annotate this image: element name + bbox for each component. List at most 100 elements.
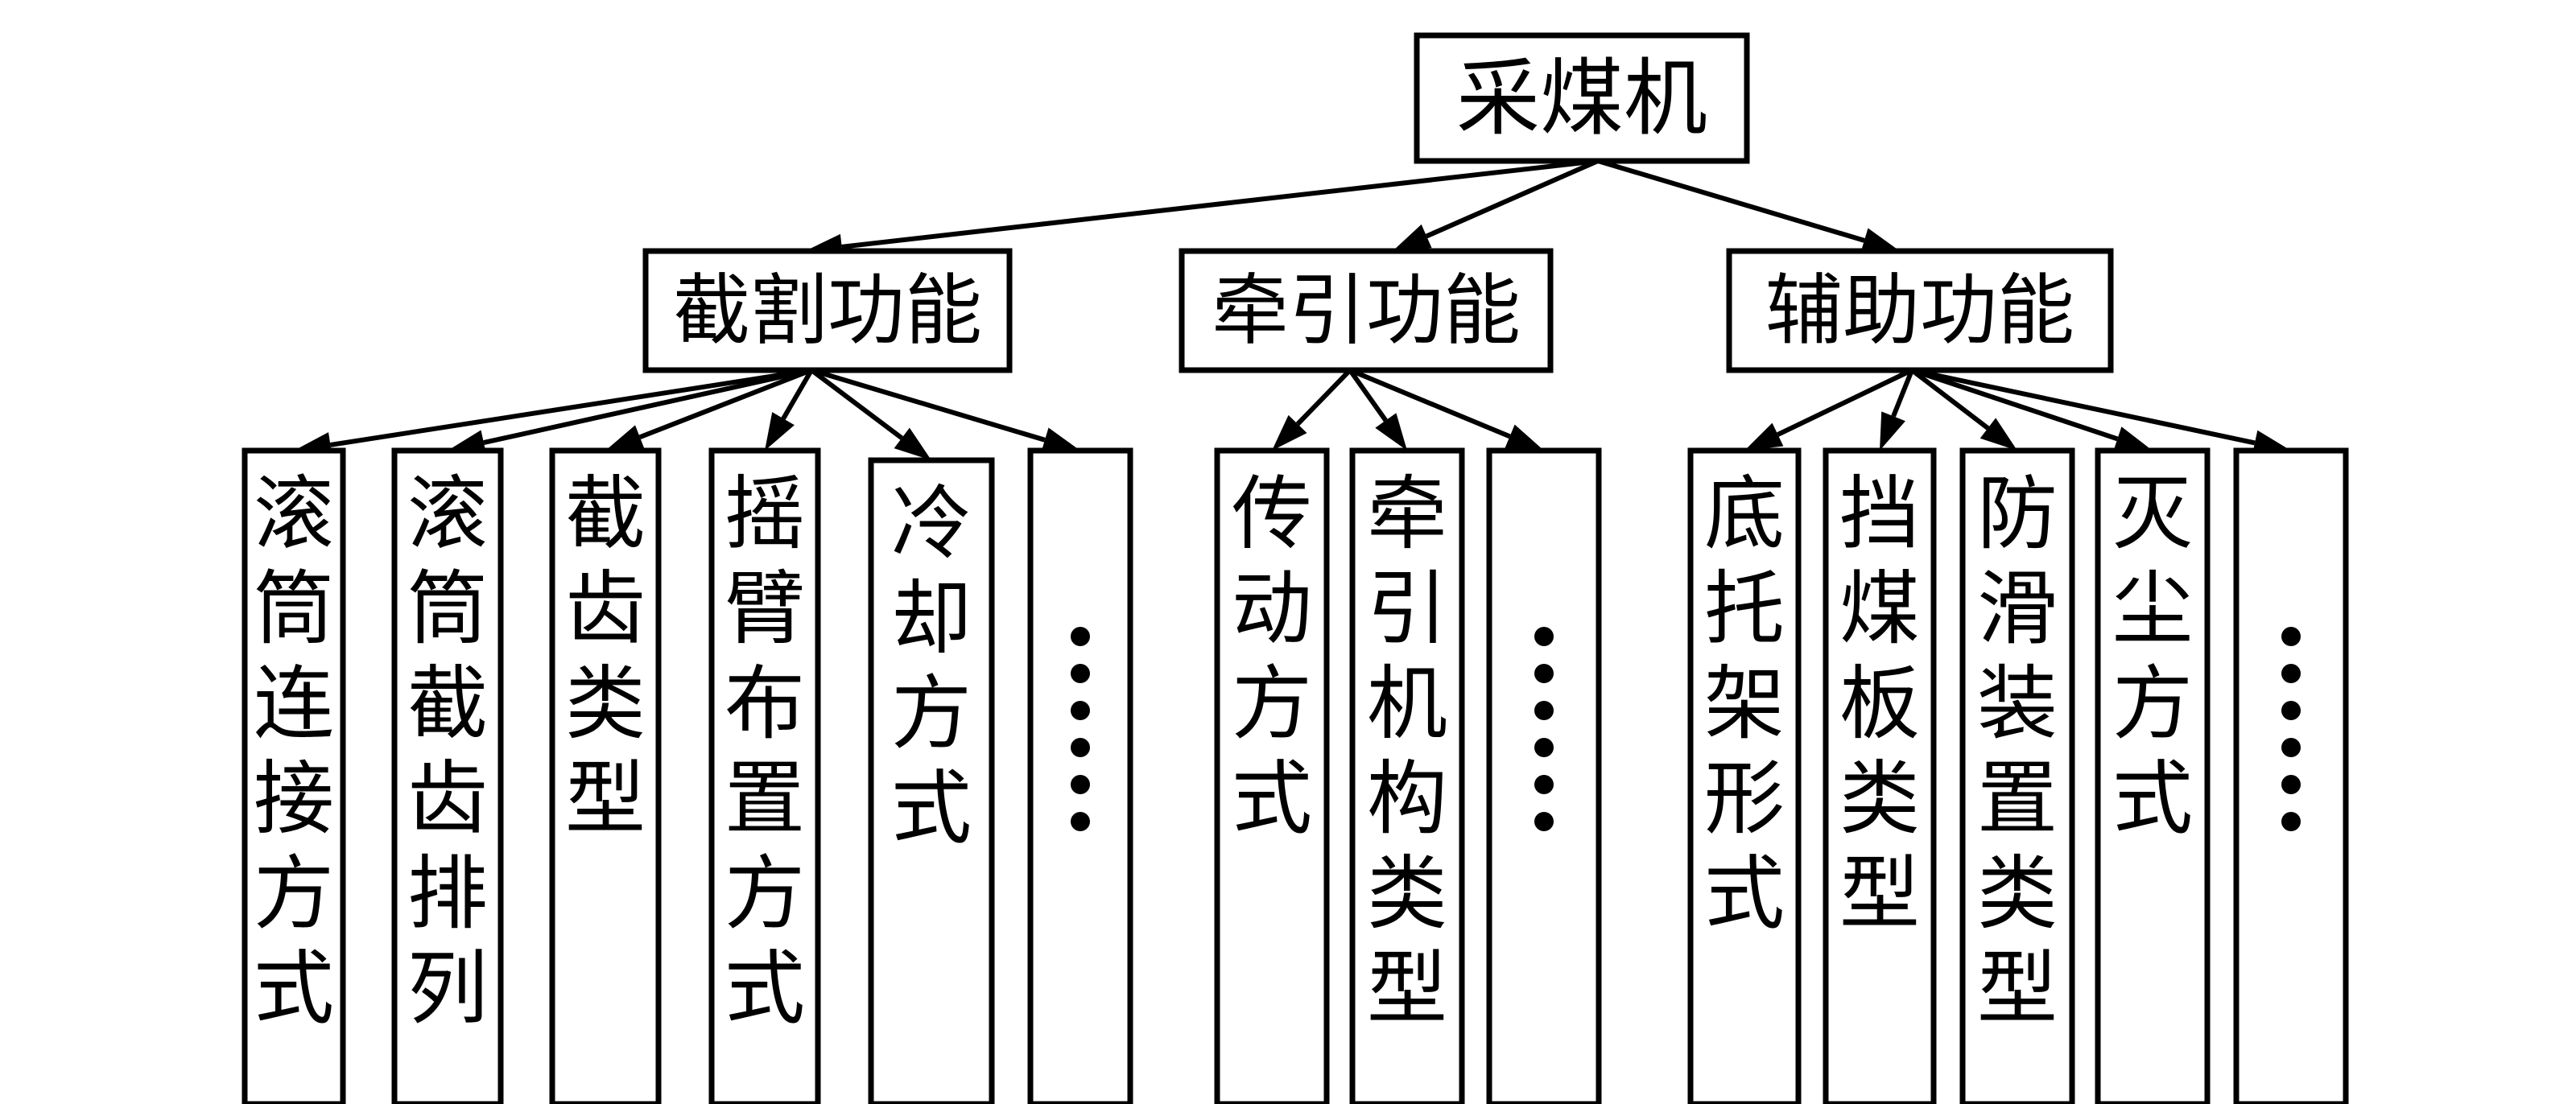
- leaf-box: [1959, 447, 2075, 1104]
- group-node-3-label: 辅助功能: [1765, 266, 2074, 356]
- group-node-2: 牵引功能: [1179, 248, 1554, 373]
- leaf-char: 底: [1704, 467, 1785, 561]
- ellipsis-dot: [1071, 812, 1090, 831]
- leaf-char: 式: [254, 941, 334, 1036]
- leaf-node-1-2: 滚筒截齿排列: [391, 447, 504, 1104]
- connector-line: [1910, 368, 1990, 430]
- leaf-char: 牵: [1367, 467, 1447, 561]
- connector-line: [1911, 368, 2256, 446]
- leaf-label: 摇臂布置方式: [724, 467, 805, 1036]
- leaf-char: 传: [1232, 467, 1312, 561]
- edge-group-1-to-leaf-3: [605, 368, 813, 451]
- arrowhead: [1393, 224, 1432, 251]
- connector-line: [1295, 368, 1352, 426]
- leaf-char: 布: [724, 657, 805, 751]
- leaf-node-3-3: 防滑装置类型: [1959, 447, 2075, 1104]
- connector-line: [811, 368, 1046, 443]
- leaf-box: [242, 447, 346, 1104]
- arrowhead: [1860, 228, 1900, 253]
- ellipsis-label: ……: [2281, 627, 2301, 831]
- leaf-label: 牵引机构类型: [1367, 467, 1447, 1036]
- leaf-node-1-1: 滚筒连接方式: [242, 447, 346, 1104]
- leaf-char: 型: [565, 752, 646, 846]
- leaf-char: 式: [724, 941, 805, 1036]
- leaf-node-2-3: ……: [1486, 447, 1602, 1104]
- arrowhead: [1744, 422, 1784, 451]
- group-node-3-box: [1726, 248, 2114, 373]
- ellipsis-label: ……: [1071, 627, 1090, 831]
- leaf-box: [1823, 447, 1937, 1104]
- leaf-char: 截: [407, 657, 488, 751]
- leaf-node-2-2: 牵引机构类型: [1349, 447, 1465, 1104]
- leaf-char: 板: [1839, 657, 1920, 751]
- leaf-label: 冷却方式: [891, 476, 972, 855]
- leaf-node-3-4: 灭尘方式: [2095, 447, 2211, 1104]
- connector-line: [483, 368, 812, 445]
- edge-group-3-to-leaf-3: [1910, 368, 2017, 451]
- arrowhead: [2113, 426, 2153, 451]
- leaf-char: 式: [1232, 752, 1312, 846]
- leaf-node-3-5: ……: [2233, 447, 2349, 1104]
- leaf-char: 冷: [891, 476, 972, 571]
- ellipsis-dot: [2281, 701, 2301, 720]
- edge-root-to-group-2: [1393, 159, 1600, 251]
- ellipsis-dot: [1534, 664, 1554, 683]
- leaf-char: 式: [1704, 847, 1785, 941]
- connector-line: [1348, 369, 1388, 422]
- leaf-label: 传动方式: [1232, 467, 1312, 846]
- arrowhead: [1041, 427, 1080, 453]
- leaf-char: 机: [1367, 657, 1447, 751]
- connector-line: [841, 159, 1599, 249]
- root-node-label: 采煤机: [1456, 49, 1707, 147]
- leaf-char: 类: [1367, 847, 1447, 941]
- edge-group-1-to-leaf-1: [294, 368, 812, 458]
- leaf-box: [1349, 447, 1465, 1104]
- leaf-char: 挡: [1839, 467, 1920, 561]
- leaf-box: [1214, 447, 1330, 1104]
- leaf-char: 灭: [2112, 467, 2193, 561]
- connector-line: [1348, 368, 1511, 439]
- leaf-char: 方: [724, 847, 805, 941]
- group-node-1-label: 截割功能: [673, 266, 982, 356]
- leaf-node-1-5: 冷却方式: [868, 457, 995, 1104]
- leaf-char: 臂: [724, 562, 805, 656]
- ellipsis-label: ……: [1534, 627, 1554, 831]
- leaf-char: 防: [1977, 467, 2058, 561]
- connector-line: [638, 368, 813, 440]
- leaf-char: 形: [1704, 752, 1785, 846]
- ellipsis-dot: [1071, 775, 1090, 794]
- leaf-char: 连: [254, 657, 334, 751]
- leaf-label: 截齿类型: [565, 467, 646, 846]
- leaf-node-2-1: 传动方式: [1214, 447, 1330, 1104]
- leaf-char: 装: [1977, 657, 2058, 751]
- leaf-label: 底托架形式: [1704, 467, 1785, 941]
- leaf-char: 齿: [407, 752, 488, 846]
- leaf-label: 防滑装置类型: [1977, 467, 2058, 1036]
- arrowhead: [605, 425, 645, 451]
- ellipsis-dot: [2281, 664, 2301, 683]
- leaf-char: 方: [2112, 657, 2193, 751]
- arrowhead: [894, 427, 931, 460]
- leaf-char: 煤: [1839, 562, 1920, 656]
- leaf-char: 尘: [2112, 562, 2193, 656]
- group-node-3: 辅助功能: [1726, 248, 2114, 373]
- root-node-box: [1414, 32, 1750, 164]
- leaf-label: 灭尘方式: [2112, 467, 2193, 846]
- leaf-box: [708, 447, 821, 1104]
- ellipsis-dot: [2281, 738, 2301, 757]
- group-node-2-label: 牵引功能: [1212, 266, 1521, 356]
- leaf-char: 方: [254, 847, 334, 941]
- ellipsis-dot: [1071, 738, 1090, 757]
- nodes-layer: 采煤机截割功能滚筒连接方式滚筒截齿排列截齿类型摇臂布置方式冷却方式……牵引功能传…: [242, 32, 2349, 1104]
- arrowhead: [1505, 424, 1544, 451]
- leaf-char: 引: [1367, 562, 1447, 656]
- edge-group-3-to-leaf-1: [1744, 368, 1913, 451]
- ellipsis-dot: [1071, 701, 1090, 720]
- ellipsis-dot: [1071, 627, 1090, 646]
- arrowhead: [765, 412, 795, 451]
- arrowhead: [1375, 413, 1407, 451]
- connector-line: [1597, 159, 1865, 243]
- ellipsis-dot: [2281, 627, 2301, 646]
- leaf-char: 架: [1704, 657, 1785, 751]
